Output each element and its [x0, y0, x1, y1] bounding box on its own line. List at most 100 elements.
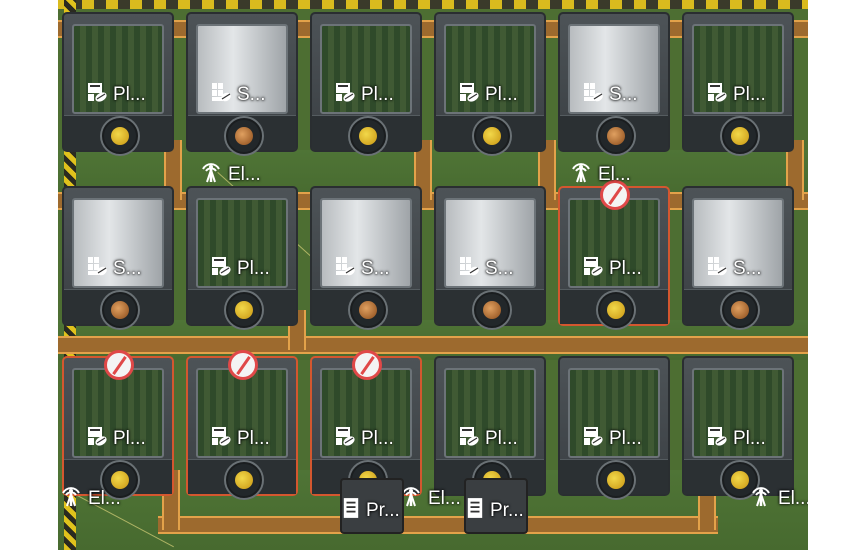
electric-pole[interactable]: El...	[748, 484, 808, 514]
building-label-text: Pl...	[237, 258, 270, 279]
building-body	[196, 24, 288, 114]
plant-icon	[86, 426, 108, 452]
electric-pole-icon	[748, 484, 774, 514]
plant-building[interactable]: Pl...	[558, 356, 670, 498]
separator-building[interactable]: S...	[558, 12, 670, 154]
building-label: S...	[706, 256, 762, 282]
building-label-text: Pl...	[361, 84, 394, 105]
plant-building[interactable]: Pl...	[186, 350, 298, 498]
building-body	[72, 24, 164, 114]
separator-building[interactable]: S...	[434, 186, 546, 328]
building-label-text: S...	[485, 258, 514, 279]
plant-building[interactable]: Pl...	[186, 186, 298, 328]
building-body	[320, 368, 412, 458]
building-label: Pl...	[582, 256, 642, 282]
separator-icon	[210, 82, 232, 108]
yumako-fruit-icon[interactable]	[722, 462, 758, 498]
building-label: S...	[86, 256, 142, 282]
plant-building[interactable]: Pl...	[558, 180, 670, 328]
game-viewport[interactable]: Pl...S...Pl...Pl...S...Pl...S...Pl...S..…	[58, 0, 808, 550]
electric-pole[interactable]: El...	[198, 160, 261, 190]
plant-building[interactable]: Pl...	[434, 356, 546, 498]
pole-label: El...	[88, 488, 121, 509]
electric-pole[interactable]: El...	[58, 484, 121, 514]
plant-icon	[582, 256, 604, 282]
separator-icon	[458, 256, 480, 282]
building-body	[692, 198, 784, 288]
building-label: S...	[210, 82, 266, 108]
plant-building[interactable]: Pl...	[310, 350, 422, 498]
yumako-fruit-icon[interactable]	[598, 292, 634, 328]
building-label: Pl...	[706, 82, 766, 108]
building-body	[320, 198, 412, 288]
building-label-text: S...	[361, 258, 390, 279]
chest-icon	[466, 496, 484, 526]
building-label-text: S...	[733, 258, 762, 279]
plant-icon	[334, 82, 356, 108]
building-body	[444, 198, 536, 288]
building-body	[196, 368, 288, 458]
transport-belt[interactable]	[414, 140, 432, 200]
seed-icon[interactable]	[598, 118, 634, 154]
building-label: Pl...	[458, 426, 518, 452]
building-label: Pl...	[334, 82, 394, 108]
yumako-fruit-icon[interactable]	[350, 118, 386, 154]
plant-building[interactable]: Pl...	[62, 12, 174, 154]
separator-icon	[706, 256, 728, 282]
yumako-fruit-icon[interactable]	[226, 462, 262, 498]
separator-icon	[86, 256, 108, 282]
building-label-text: Pl...	[113, 428, 146, 449]
electric-pole[interactable]: El...	[568, 160, 631, 190]
yumako-fruit-icon[interactable]	[474, 118, 510, 154]
building-label-text: S...	[237, 84, 266, 105]
provider-label: Pr...	[466, 496, 524, 526]
transport-belt[interactable]	[164, 140, 182, 200]
separator-icon	[334, 256, 356, 282]
plant-building[interactable]: Pl...	[62, 350, 174, 498]
plant-icon	[706, 426, 728, 452]
yumako-fruit-icon[interactable]	[102, 118, 138, 154]
yumako-fruit-icon[interactable]	[102, 462, 138, 498]
building-label: S...	[334, 256, 390, 282]
yumako-fruit-icon[interactable]	[226, 292, 262, 328]
plant-icon	[210, 256, 232, 282]
provider-label-text: Pr...	[490, 500, 524, 521]
building-label-text: S...	[113, 258, 142, 279]
no-power-icon	[600, 180, 630, 210]
building-body	[692, 368, 784, 458]
transport-belt[interactable]	[538, 140, 556, 200]
building-label: S...	[458, 256, 514, 282]
building-label-text: Pl...	[485, 428, 518, 449]
building-label: Pl...	[86, 82, 146, 108]
separator-building[interactable]: S...	[62, 186, 174, 328]
plant-icon	[334, 426, 356, 452]
electric-pole[interactable]: El...	[398, 484, 461, 514]
plant-icon	[458, 426, 480, 452]
building-label-text: Pl...	[609, 258, 642, 279]
plant-building[interactable]: Pl...	[682, 12, 794, 154]
building-body	[72, 198, 164, 288]
transport-belt[interactable]	[58, 336, 808, 354]
separator-building[interactable]: S...	[682, 186, 794, 328]
yumako-fruit-icon[interactable]	[598, 462, 634, 498]
no-power-icon	[228, 350, 258, 380]
plant-building[interactable]: Pl...	[310, 12, 422, 154]
building-label: Pl...	[210, 426, 270, 452]
no-power-icon	[352, 350, 382, 380]
seed-icon[interactable]	[474, 292, 510, 328]
seed-icon[interactable]	[102, 292, 138, 328]
separator-building[interactable]: S...	[186, 12, 298, 154]
plant-building[interactable]: Pl...	[682, 356, 794, 498]
plant-building[interactable]: Pl...	[434, 12, 546, 154]
seed-icon[interactable]	[350, 292, 386, 328]
transport-belt[interactable]	[786, 140, 804, 200]
transport-belt[interactable]	[158, 516, 718, 534]
building-body	[444, 368, 536, 458]
seed-icon[interactable]	[722, 292, 758, 328]
separator-building[interactable]: S...	[310, 186, 422, 328]
building-label: Pl...	[706, 426, 766, 452]
building-label-text: Pl...	[361, 428, 394, 449]
yumako-fruit-icon[interactable]	[722, 118, 758, 154]
hazard-stripe-top	[58, 0, 808, 9]
seed-icon[interactable]	[226, 118, 262, 154]
